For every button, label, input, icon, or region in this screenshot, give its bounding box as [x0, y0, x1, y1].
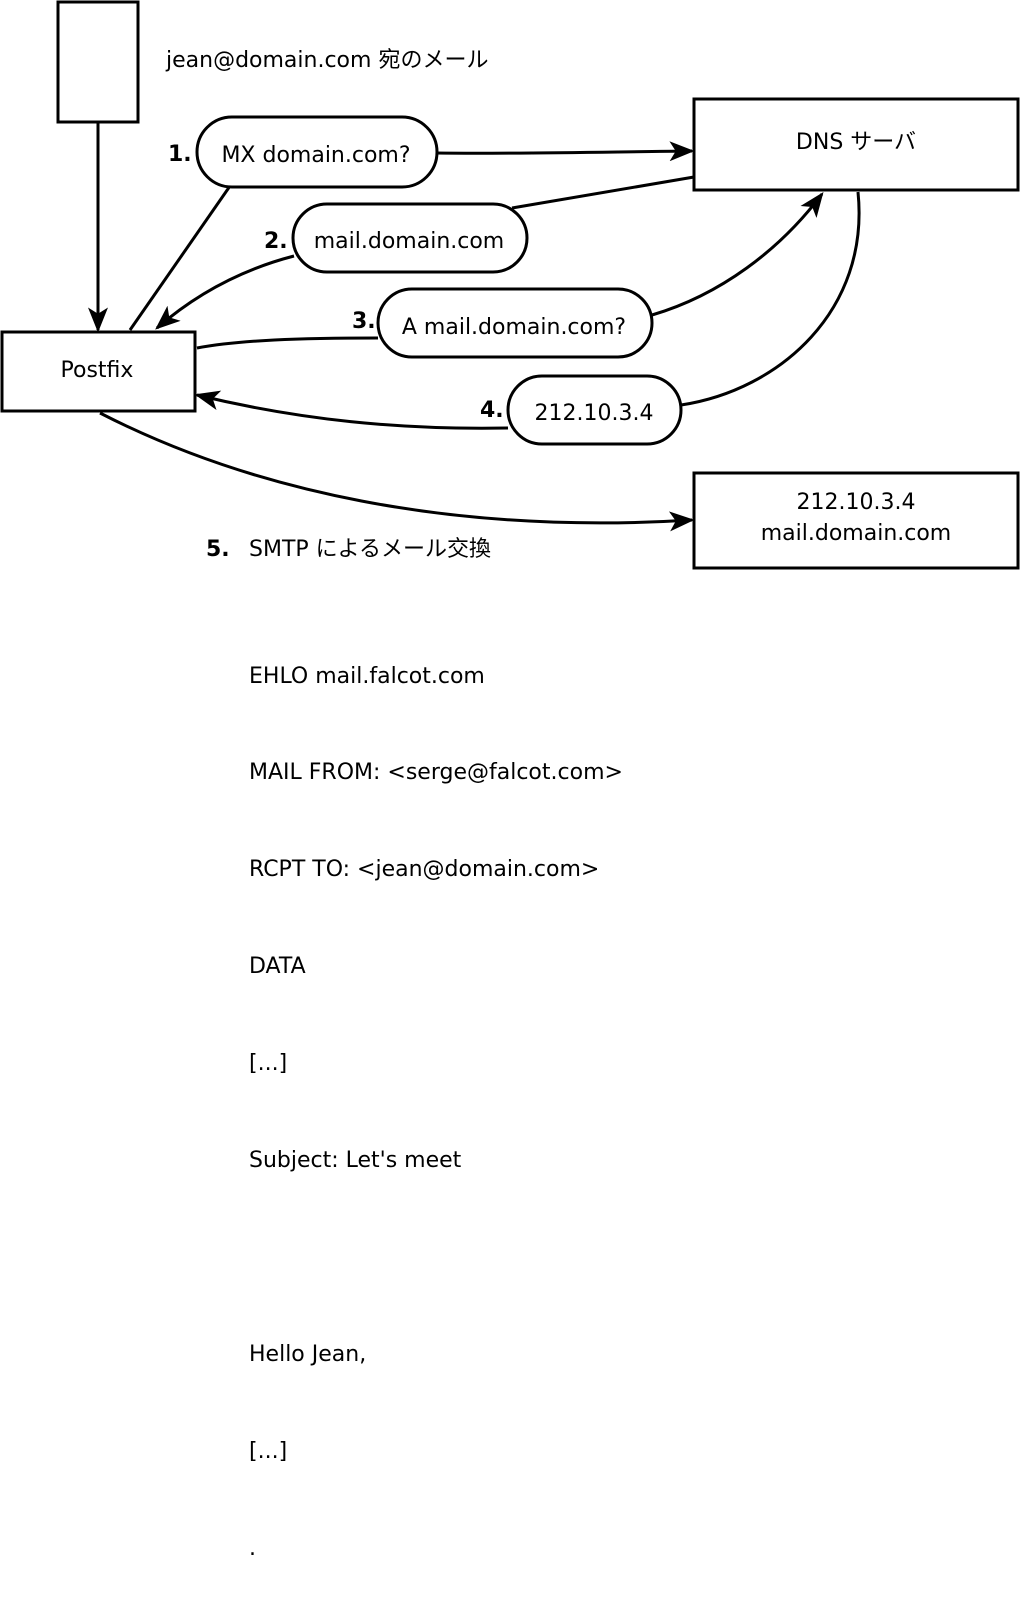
smtp-line: MAIL FROM: <serge@falcot.com> [249, 760, 623, 786]
arrow-step2-from-dns [511, 175, 695, 210]
arrow-step3-to-dns [651, 192, 824, 317]
step3-text: A mail.domain.com? [402, 315, 626, 340]
arrow-step4-to-postfix [194, 390, 509, 430]
smtp-line: Subject: Let's meet [249, 1148, 462, 1174]
arrow-step1-start [128, 185, 232, 331]
dns-server-box [692, 97, 1020, 192]
postfix-label: Postfix [61, 358, 134, 383]
step4-text: 212.10.3.4 [535, 401, 654, 426]
arrow-step3-start [196, 336, 379, 350]
step5-number: 5. [206, 537, 230, 562]
arrow-step2-to-postfix [155, 254, 295, 330]
step2-pill [291, 202, 529, 274]
step2-number: 2. [264, 229, 288, 254]
smtp-line: EHLO mail.falcot.com [249, 663, 485, 689]
step4-number: 4. [480, 398, 504, 423]
arrow-step4-from-dns [680, 191, 861, 407]
step2-text: mail.domain.com [314, 229, 505, 254]
target-server-box [692, 471, 1020, 570]
step1-text: MX domain.com? [221, 143, 410, 168]
smtp-line: Hello Jean, [249, 1341, 367, 1367]
smtp-line: [...] [249, 1438, 288, 1464]
diagram-svg: jean@domain.com 宛のメール DNS サーバ Postfix 21… [0, 0, 1020, 570]
arrow-step5-smtp [99, 411, 695, 532]
mail-source-box [56, 0, 140, 124]
arrow-step1-to-dns [435, 141, 695, 162]
step5-text: SMTP によるメール交換 [249, 537, 491, 562]
smtp-line: RCPT TO: <jean@domain.com> [249, 857, 600, 883]
step1-pill [195, 115, 439, 189]
smtp-line: . [249, 1535, 256, 1561]
postfix-box [0, 330, 197, 413]
step4-pill [506, 374, 683, 446]
dns-server-label: DNS サーバ [796, 130, 916, 155]
target-server-ip: 212.10.3.4 [797, 490, 916, 515]
diagram-canvas: jean@domain.com 宛のメール DNS サーバ Postfix 21… [0, 0, 1020, 1561]
smtp-line: DATA [249, 954, 306, 980]
mail-label: jean@domain.com 宛のメール [165, 48, 488, 73]
smtp-line: [...] [249, 1051, 288, 1077]
step3-pill [376, 287, 654, 359]
target-server-host: mail.domain.com [761, 521, 952, 546]
smtp-line [249, 1242, 623, 1274]
step1-number: 1. [168, 142, 192, 167]
step3-number: 3. [352, 309, 376, 334]
smtp-transcript: EHLO mail.falcot.com MAIL FROM: <serge@f… [249, 596, 623, 1597]
